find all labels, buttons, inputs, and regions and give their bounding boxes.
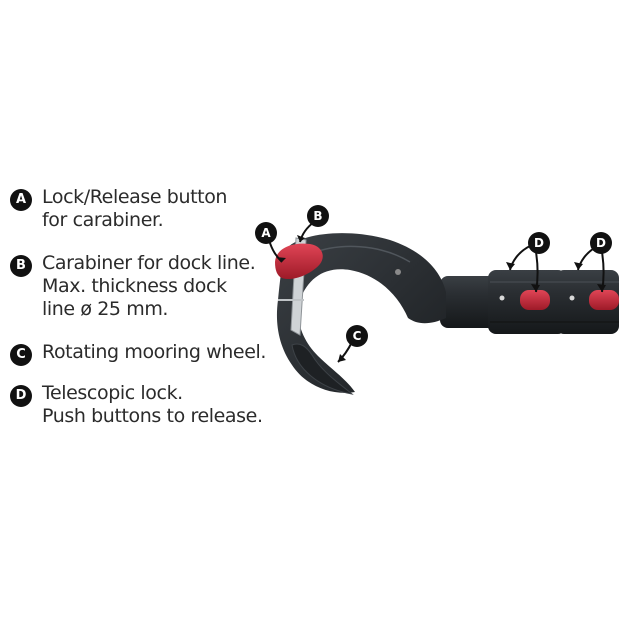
legend-item-b: B Carabiner for dock line. Max. thicknes…: [8, 252, 256, 321]
legend-text: Telescopic lock.: [42, 382, 183, 404]
callout-d-1: D: [528, 232, 550, 254]
legend-item-d: D Telescopic lock. Push buttons to relea…: [8, 382, 263, 428]
legend-text: for carabiner.: [42, 209, 164, 231]
legend-text: Max. thickness dock: [42, 275, 227, 297]
telescopic-lock-button-2: [589, 290, 619, 310]
telescopic-lock-button-1: [520, 290, 550, 310]
legend-text: line ø 25 mm.: [42, 298, 169, 320]
callout-a: A: [255, 222, 277, 244]
legend-badge-d: D: [10, 385, 32, 407]
legend-text: Push buttons to release.: [42, 405, 263, 427]
legend-item-c: C Rotating mooring wheel.: [8, 341, 267, 366]
legend-text: Carabiner for dock line.: [42, 252, 256, 274]
legend-item-a: A Lock/Release button for carabiner.: [8, 186, 227, 232]
legend-text: Lock/Release button: [42, 186, 228, 208]
legend-text: Rotating mooring wheel.: [42, 341, 267, 363]
legend-badge-b: B: [10, 255, 32, 277]
legend-badge-a: A: [10, 189, 32, 211]
callout-arrowheads: [276, 235, 606, 362]
rotating-mooring-wheel: [291, 343, 354, 395]
callout-d-2: D: [590, 232, 612, 254]
lock-release-button: [275, 243, 323, 280]
legend-badge-c: C: [10, 344, 32, 366]
callout-c: C: [346, 325, 368, 347]
callout-b: B: [307, 205, 329, 227]
